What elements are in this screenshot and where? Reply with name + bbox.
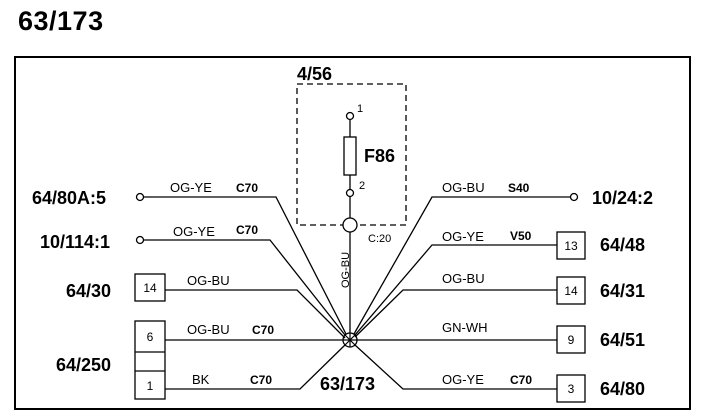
connector-label: C:20 xyxy=(368,233,391,245)
right-wire-3 xyxy=(354,289,557,338)
left-wire-4-color: OG-BU xyxy=(187,322,230,337)
right-wire-1-code: S40 xyxy=(508,181,530,195)
fuse-box-ref: 4/56 xyxy=(297,64,332,84)
left-wire-1-code: C70 xyxy=(236,181,258,195)
fuse-pin2-terminal xyxy=(345,188,355,198)
right-wire-5-code: C70 xyxy=(510,373,532,387)
right-wire-2 xyxy=(354,244,557,336)
right-wire-3-color: OG-BU xyxy=(442,271,485,286)
left-pin-5: 1 xyxy=(147,379,154,393)
right-wire-1-color: OG-BU xyxy=(442,180,485,195)
right-terminal-1 xyxy=(569,192,579,202)
left-dest-1: 64/80A:5 xyxy=(32,188,106,208)
fuse-pin1-terminal xyxy=(345,111,355,121)
left-pin-4: 6 xyxy=(147,330,154,344)
right-wire-5-color: OG-YE xyxy=(442,372,484,387)
fuse-pin2-label: 2 xyxy=(359,180,365,192)
right-pin-box-3 xyxy=(556,276,586,305)
right-wire-5 xyxy=(354,344,557,390)
right-dest-4: 64/51 xyxy=(600,330,645,350)
right-wire-2-code: V50 xyxy=(510,229,532,243)
fuse-label: F86 xyxy=(364,146,395,166)
left-pin-box-3 xyxy=(134,273,166,302)
page-title: 63/173 xyxy=(18,6,104,36)
left-wire-2-color: OG-YE xyxy=(173,224,215,239)
left-dest-2: 10/114:1 xyxy=(40,232,110,252)
left-wire-5-color: BK xyxy=(192,372,210,387)
left-connector-64-250 xyxy=(134,320,166,400)
junction-label: 63/173 xyxy=(320,374,375,394)
right-pin-2: 13 xyxy=(564,239,578,253)
right-dest-1: 10/24:2 xyxy=(592,188,653,208)
right-pin-4: 9 xyxy=(568,333,575,347)
fuse-pin1-label: 1 xyxy=(357,103,363,115)
right-pin-box-5 xyxy=(556,374,586,403)
right-pin-5: 3 xyxy=(568,382,575,396)
right-wire-4-color: GN-WH xyxy=(442,320,488,335)
right-pin-box-4 xyxy=(556,325,586,354)
right-wire-1 xyxy=(353,196,570,335)
left-terminal-2 xyxy=(135,235,145,245)
right-dest-3: 64/31 xyxy=(600,281,645,301)
left-wire-3-color: OG-BU xyxy=(187,273,230,288)
left-wire-2-code: C70 xyxy=(236,223,258,237)
left-group-label: 64/250 xyxy=(56,355,111,375)
right-dest-2: 64/48 xyxy=(600,235,645,255)
right-pin-box-2 xyxy=(556,231,586,260)
left-dest-3: 64/30 xyxy=(66,281,111,301)
right-wire-2-color: OG-YE xyxy=(442,229,484,244)
left-pin-3: 14 xyxy=(143,281,157,295)
wire-vertical-color: OG-BU xyxy=(340,252,352,288)
fuse-symbol xyxy=(343,136,357,176)
left-wire-4-code: C70 xyxy=(252,323,274,337)
right-dest-5: 64/80 xyxy=(600,379,645,399)
left-wire-5-code: C70 xyxy=(250,373,272,387)
right-pin-3: 14 xyxy=(564,284,578,298)
left-wire-2 xyxy=(144,239,346,336)
left-wire-1-color: OG-YE xyxy=(170,180,212,195)
diagram-frame xyxy=(14,56,691,410)
connector-c20 xyxy=(342,217,358,233)
left-terminal-1 xyxy=(135,192,145,202)
left-wire-1 xyxy=(144,196,347,335)
left-wire-5 xyxy=(165,344,346,390)
left-wire-3 xyxy=(165,289,346,339)
